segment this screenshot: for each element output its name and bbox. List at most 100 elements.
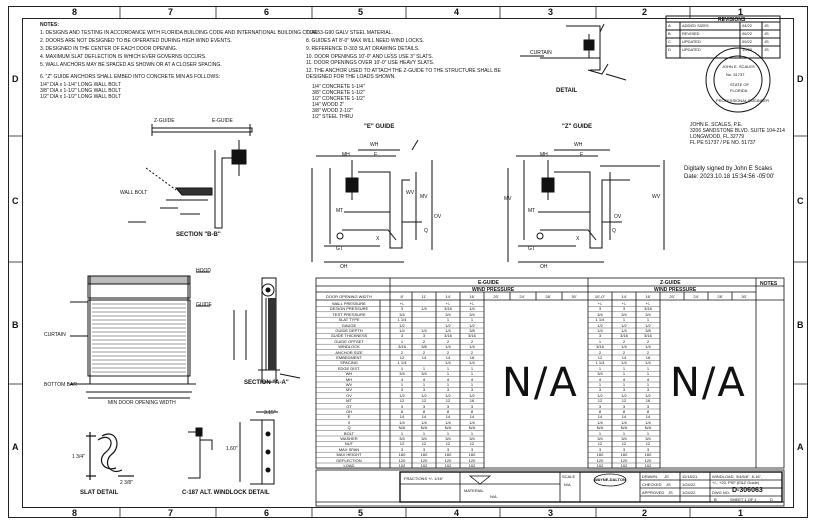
e-value-cell: 12: [421, 441, 427, 447]
row-label: DEFLECTION: [336, 457, 362, 463]
z-col-header: 16': [645, 294, 651, 299]
label-dim-b: 2 3/8": [120, 480, 133, 486]
revision-cell: UPDATED: [682, 47, 701, 52]
z-value-cell: 1: [622, 371, 626, 377]
e-value-cell: +/-: [399, 301, 405, 306]
table-notes-header: NOTES: [760, 281, 778, 287]
z-value-cell: 1: [646, 371, 650, 377]
row-label: SLAT TYPE: [338, 317, 360, 323]
e-value-cell: 1: [470, 382, 474, 387]
z-col-header: 28': [717, 294, 723, 299]
e-value-cell: 8: [400, 409, 404, 414]
z-value-cell: 2: [622, 349, 626, 355]
e-value-cell: N/A: [468, 425, 476, 431]
z-value-cell: 3/4: [597, 436, 603, 441]
revision-cell: C: [668, 39, 671, 44]
z-value-cell: 3/4: [645, 311, 651, 317]
digital-signature-line-2: Date: 2023.10.18 15:34:56 -05'00': [684, 174, 775, 180]
e-value-cell: 1: [422, 430, 426, 436]
row-label: TEST PRESSURE: [332, 311, 366, 317]
engineer-address-2: LONGWOOD, FL 32779: [690, 134, 744, 140]
z-value-cell: 3: [646, 387, 650, 393]
seal-line-3: STATE OF: [730, 82, 749, 87]
e-value-cell: 3/16: [468, 333, 476, 339]
z-value-cell: 3: [622, 446, 626, 452]
note-9: 9. REFERENCE D-303 SLAT DRAWING DETAILS.: [306, 46, 420, 52]
note-4: 4. MAXIMUM SLAT DEFLECTION IS WHICH EVER…: [40, 54, 207, 60]
e-value-cell: 120: [468, 457, 476, 463]
tolerance-text: FRACTIONS +/- 1/16": [404, 476, 444, 481]
revision-cell: D: [668, 47, 671, 52]
e-value-cell: 1/4: [445, 360, 451, 366]
schedule-row-4: 1/4" WOOD 2": [312, 102, 345, 108]
e-value-cell: 12: [421, 398, 427, 404]
label-mt-e: MT: [336, 208, 344, 214]
e-value-cell: 3: [446, 446, 450, 452]
zone-top-7: 7: [168, 7, 174, 17]
label-gt-e: GT: [336, 246, 343, 252]
label-x-z: X: [576, 236, 580, 242]
z-value-cell: 1/2: [621, 392, 627, 398]
revision-cell: UPDATED: [682, 39, 701, 44]
note-3: 3. DESIGNED IN THE CENTER OF EACH DOOR O…: [40, 46, 178, 52]
scale-value: N/A: [564, 482, 571, 487]
z-value-cell: 12: [597, 398, 603, 404]
row-label: MAX HEIGHT: [336, 452, 362, 458]
label-oh-e: OH: [340, 264, 348, 270]
e-value-cell: 1/2: [469, 322, 475, 328]
e-value-cell: 1/2: [421, 392, 427, 398]
zone-bottom-5: 5: [358, 508, 364, 518]
label-mt-z: MT: [528, 208, 536, 214]
e-value-cell: 1/4: [421, 306, 427, 312]
z-value-cell: 1/2: [621, 322, 627, 328]
engineer-license: FL PE 51737 / PE NO. 51737: [690, 140, 756, 146]
e-value-cell: 2: [400, 349, 404, 355]
e-value-cell: 3: [446, 403, 450, 409]
z-value-cell: 3: [598, 403, 602, 409]
label-dim-a: 1 3/4": [72, 454, 85, 460]
e-value-cell: 160: [398, 452, 406, 458]
e-col-header: 16': [469, 294, 475, 299]
z-value-cell: 8: [622, 409, 626, 414]
e-value-cell: 2: [470, 349, 474, 355]
z-value-cell: 12: [597, 355, 603, 360]
z-value-cell: 3: [598, 446, 602, 452]
row-label: EDGE DIST.: [337, 365, 361, 371]
e-value-cell: 1: [446, 430, 450, 436]
e-value-cell: 3: [446, 387, 450, 393]
e-value-cell: 1: [446, 317, 450, 323]
z-value-cell: +/-: [597, 301, 603, 306]
e-value-cell: 8: [446, 409, 450, 414]
zone-top-1: 1: [738, 7, 744, 17]
z-value-cell: 1 1/4: [595, 360, 605, 366]
z-value-cell: 1: [598, 382, 602, 387]
z-value-cell: 3/4: [621, 311, 627, 317]
revision-cell: REVISED: [682, 31, 700, 36]
e-value-cell: 3/8: [421, 344, 427, 350]
e-value-cell: 160: [444, 452, 452, 458]
e-value-cell: 2: [422, 349, 426, 355]
z-value-cell: 1/4: [645, 344, 651, 350]
e-value-cell: 8: [422, 409, 426, 414]
z-guide-title: "Z" GUIDE: [562, 124, 593, 130]
e-value-cell: 12: [399, 441, 405, 447]
z-value-cell: 8: [646, 409, 650, 414]
z-value-cell: 1 1/4: [595, 317, 605, 323]
approved-date: 1/24/22: [682, 490, 696, 495]
zone-bottom-3: 3: [548, 508, 554, 518]
e-value-cell: 102: [444, 463, 452, 468]
notes-heading: NOTES:: [40, 22, 59, 28]
z-col-header: 14': [621, 294, 627, 299]
e-value-cell: 3/8: [469, 328, 475, 333]
size-value: B: [714, 497, 717, 502]
z-value-cell: 4: [622, 376, 626, 382]
e-value-cell: 12: [445, 441, 451, 447]
e-value-cell: 120: [444, 457, 452, 463]
e-value-cell: 12: [399, 398, 405, 404]
e-col-header: 30': [571, 294, 577, 299]
label-wv-z: WV: [652, 194, 661, 200]
label-guide: GUIDE: [196, 302, 212, 308]
label-dim-c: 3.15": [264, 410, 276, 416]
z-value-cell: 2: [646, 349, 650, 355]
